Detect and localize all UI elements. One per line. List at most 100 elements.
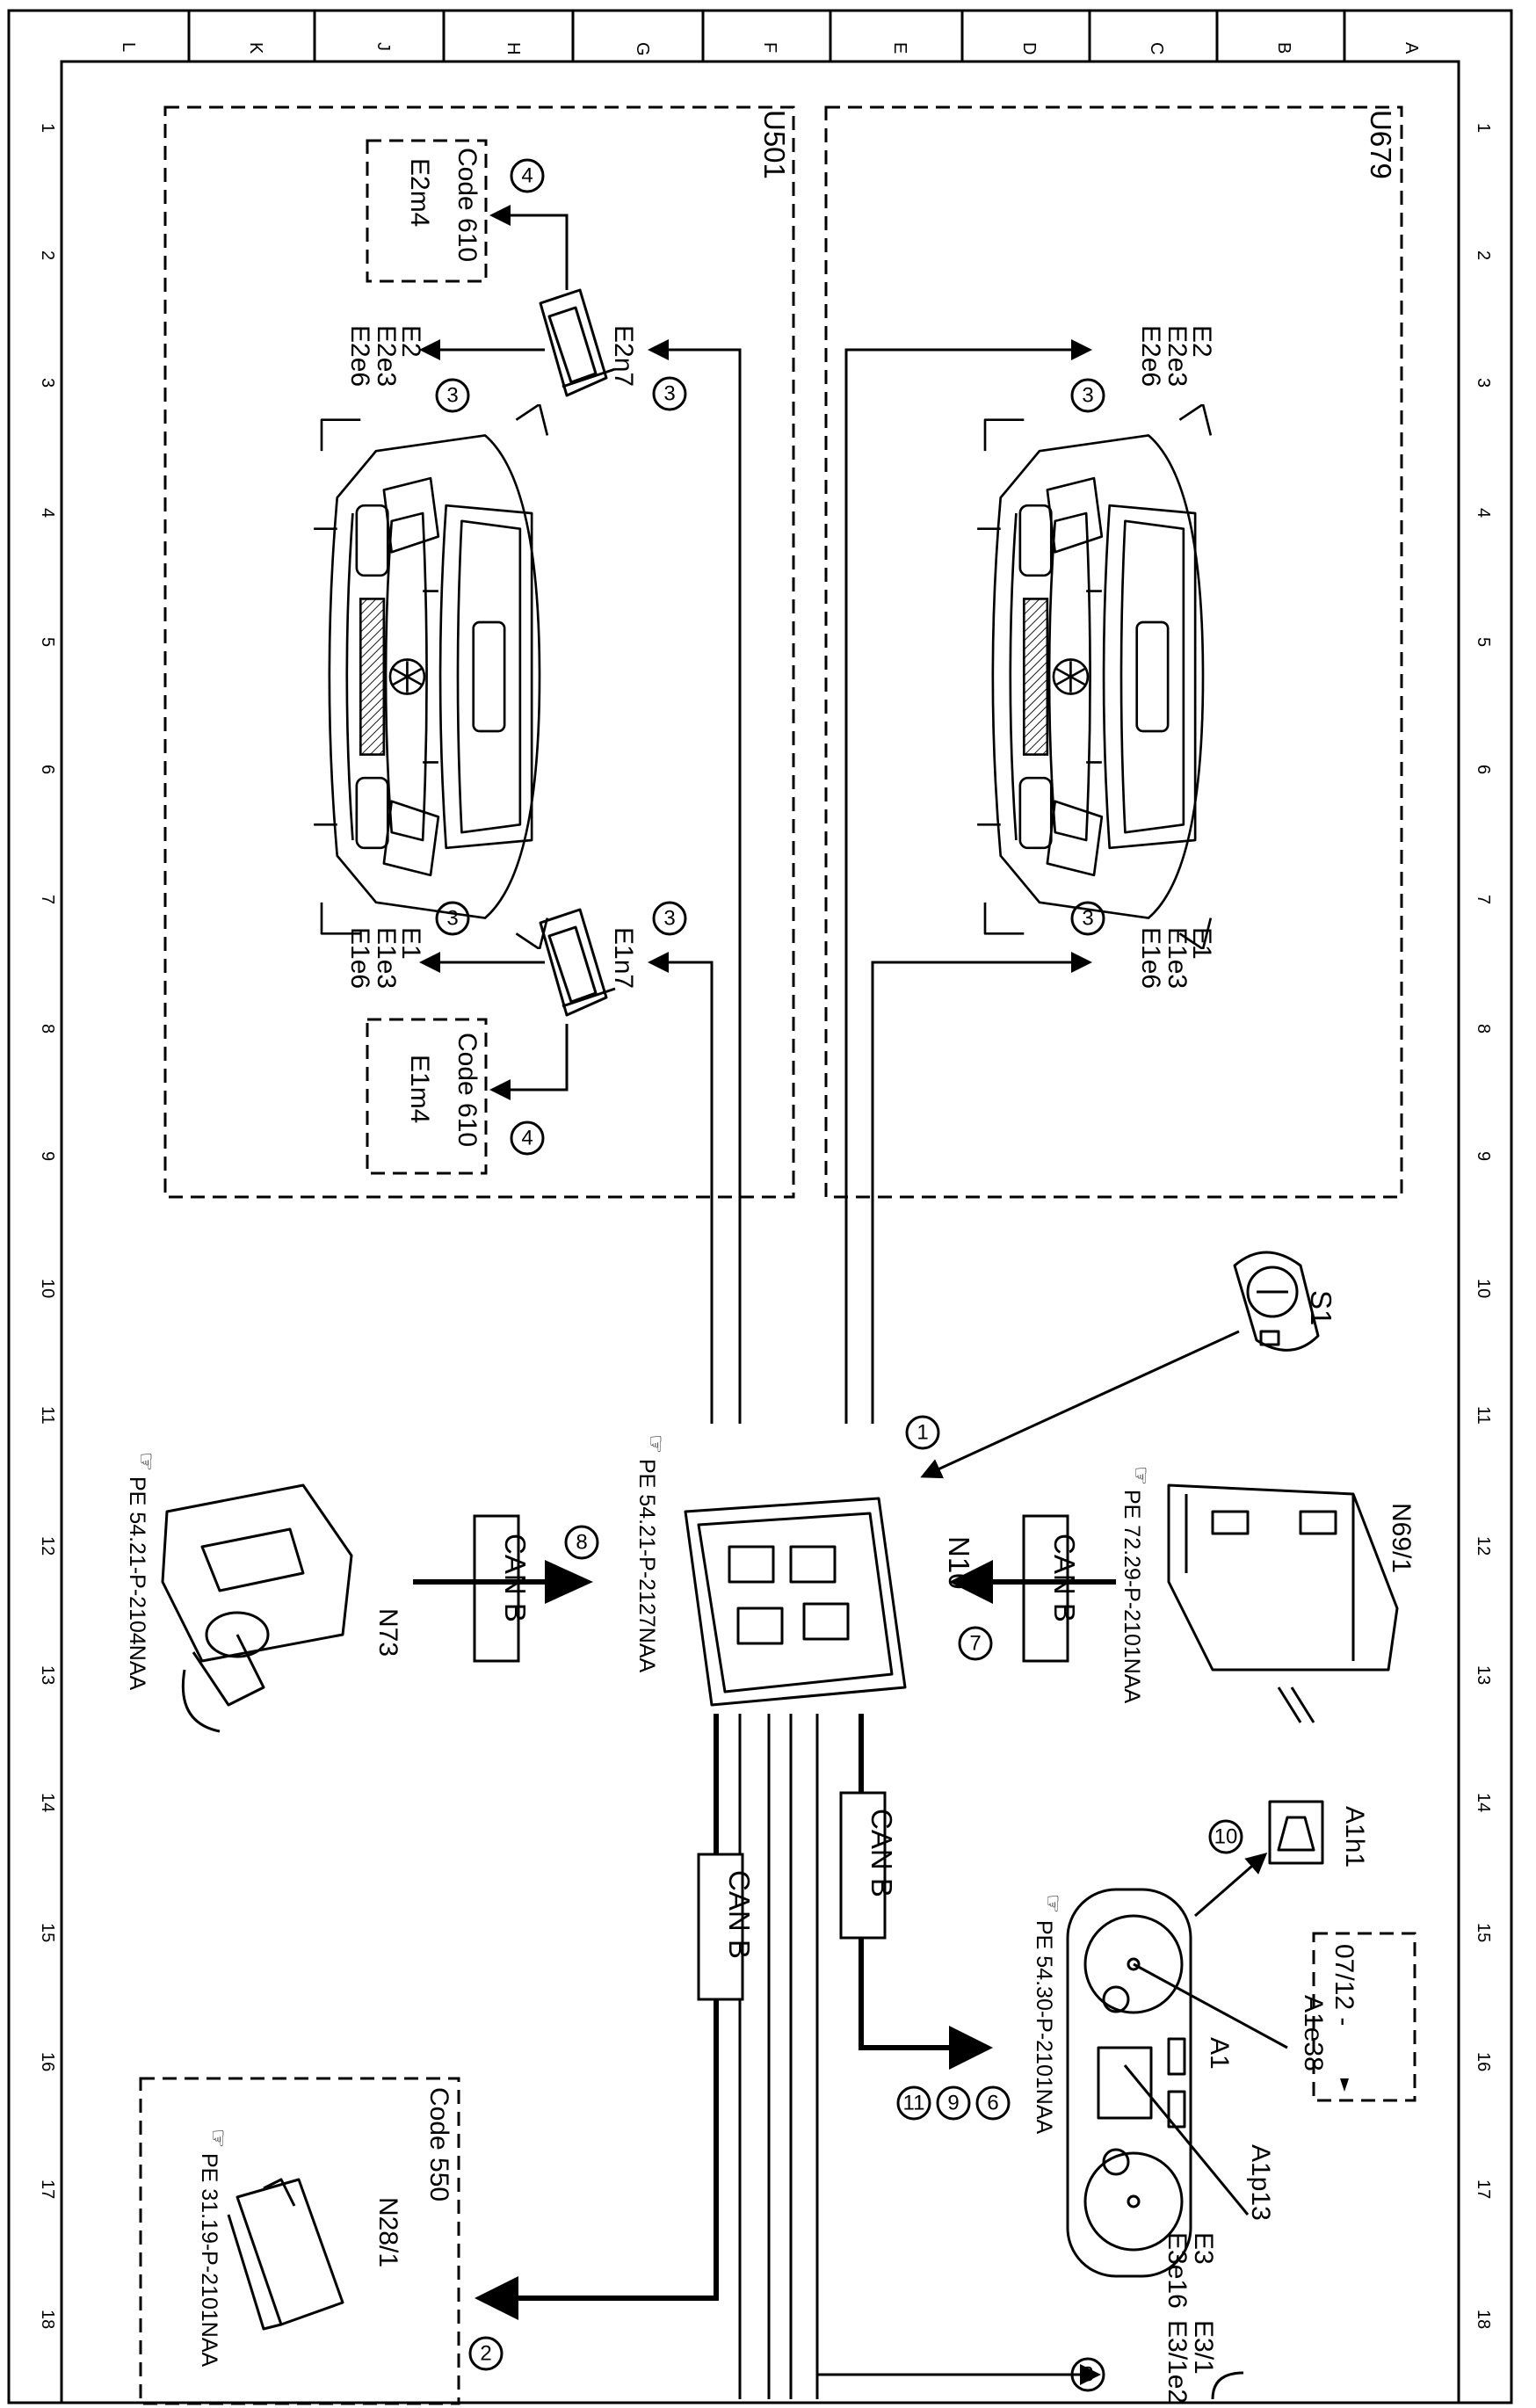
n73-switch [161, 1483, 353, 1733]
circle-11 [896, 2085, 931, 2121]
circle-3-e2n7-label: 3 [663, 382, 675, 406]
n73-ref: PE 54.21-P-2104NAA [125, 1476, 149, 1691]
u501-e2e3: E2e3 [372, 325, 401, 387]
circle-7 [958, 1626, 993, 1661]
can-b-a1 [839, 1791, 887, 1940]
grid-letter-b: B [1274, 42, 1293, 54]
grid-letter-k: K [246, 42, 265, 54]
wire-n10-u501-e2n7 [648, 339, 742, 1424]
circle-4-bottom [510, 1121, 545, 1156]
a1-ref-icon: ☞ [1040, 1894, 1065, 1913]
n10-ref-icon: ☞ [643, 1434, 668, 1454]
circle-3-u679-e1-label: 3 [1082, 907, 1093, 931]
code610-bottom-box [366, 1018, 488, 1175]
inner-frame [60, 60, 1460, 2404]
circle-3-u501-e1-label: 3 [446, 907, 458, 931]
grid-num-left-7: 7 [38, 895, 57, 904]
code610-bottom-label: Code 610 [453, 1033, 482, 1147]
grid-num-right-7: 7 [1474, 895, 1493, 904]
grid-letter-a: A [1402, 42, 1421, 54]
n28-label: N28/1 [373, 2197, 402, 2267]
grid-num-right-12: 12 [1474, 1536, 1493, 1556]
a1h1-speaker-cone [1277, 1816, 1315, 1852]
circle-4-bottom-label: 4 [521, 1127, 533, 1150]
e31-label: E3/1 [1189, 2320, 1218, 2375]
can-n73-n10-arrow [545, 1560, 593, 1604]
u501-e2e6: E2e6 [345, 325, 374, 387]
grid-letter-g: G [633, 42, 652, 56]
wire-n10-u679-e1 [871, 952, 1092, 1424]
grid-letter-d: D [1019, 42, 1039, 54]
circle-6 [975, 2085, 1011, 2121]
e31e2-label: E3/1e2 [1163, 2320, 1192, 2404]
grid-num-right-14: 14 [1474, 1793, 1493, 1812]
grid-num-left-18: 18 [38, 2310, 57, 2329]
a1h1-label: A1h1 [1340, 1806, 1369, 1868]
e1n7-module [539, 908, 616, 1017]
grid-num-left-11: 11 [38, 1406, 57, 1425]
a1p13-label: A1p13 [1246, 2144, 1275, 2221]
u679-label: U679 [1365, 110, 1397, 179]
leader-a1e38 [1133, 1962, 1288, 2049]
grid-num-right-6: 6 [1474, 765, 1493, 774]
n10-label: N10 [943, 1536, 975, 1590]
grid-num-right-1: 1 [1474, 123, 1493, 133]
circle-10 [1208, 1819, 1243, 1854]
code610-top-e2m4: E2m4 [405, 158, 434, 227]
grid-numbers: 1 2 3 4 5 6 7 8 9 10 11 12 13 14 15 16 1… [38, 123, 1493, 2329]
u501-vehicle [314, 404, 547, 949]
circle-8-label: 8 [576, 1531, 587, 1555]
wire-n10-u679-e2 [844, 339, 1092, 1424]
circle-3-e1n7-label: 3 [663, 907, 675, 931]
circle-2 [468, 2336, 504, 2371]
circle-6-label: 6 [987, 2092, 998, 2115]
grid-num-left-2: 2 [38, 250, 57, 260]
grid-letter-e: E [890, 42, 909, 54]
grid-letter-l: L [119, 42, 138, 52]
n69-module [1167, 1483, 1399, 1723]
a1-ref: PE 54.30-P-2101NAA [1032, 1920, 1056, 2135]
a1-label: A1 [1205, 2037, 1234, 2070]
grid-num-left-14: 14 [38, 1793, 57, 1812]
grid-num-right-13: 13 [1474, 1665, 1493, 1685]
code610-top-box [366, 139, 488, 283]
grid-num-right-16: 16 [1474, 2052, 1493, 2071]
grid-num-right-17: 17 [1474, 2180, 1493, 2199]
grid-num-right-2: 2 [1474, 250, 1493, 260]
wire-e2n7-code610 [489, 205, 569, 290]
grid-num-left-15: 15 [38, 1923, 57, 1942]
n69-ref: PE 72.29-P-2101NAA [1119, 1490, 1144, 1704]
grid-num-right-18: 18 [1474, 2310, 1493, 2329]
circle-2-label: 2 [480, 2342, 491, 2366]
circle-11-label: 11 [903, 2092, 925, 2115]
u679-vehicle [977, 404, 1211, 949]
e2n7-module [539, 288, 616, 397]
grid-num-left-5: 5 [38, 637, 57, 647]
grid-num-left-3: 3 [38, 378, 57, 388]
wire-e1n7-code610 [489, 1024, 569, 1100]
can-b-n69-label: CAN B [1048, 1534, 1081, 1622]
grid-num-left-13: 13 [38, 1665, 57, 1685]
grid-num-right-10: 10 [1474, 1279, 1493, 1298]
n73-label: N73 [373, 1608, 402, 1657]
circle-9-label: 9 [947, 2092, 959, 2115]
can-b-n28-label: CAN B [723, 1870, 756, 1959]
u679-e1e6: E1e6 [1136, 927, 1165, 989]
s1-label: S1 [1305, 1290, 1337, 1325]
circle-3-e31 [1070, 2357, 1105, 2392]
s1-switch [1233, 1251, 1320, 1352]
circle-4-top-label: 4 [521, 164, 533, 188]
grid-num-left-12: 12 [38, 1536, 57, 1556]
grid-num-right-15: 15 [1474, 1923, 1493, 1942]
e3e16-label: E3e16 [1163, 2232, 1192, 2309]
grid-letter-j: J [373, 42, 393, 51]
grid-num-left-1: 1 [38, 123, 57, 133]
circle-9 [936, 2085, 971, 2121]
u679-box [824, 105, 1403, 1199]
circle-3-e2n7 [652, 376, 687, 411]
can-b-n73-label: CAN B [499, 1534, 532, 1622]
circle-3-u679-e2 [1070, 378, 1105, 413]
u679-e2e6: E2e6 [1136, 325, 1165, 387]
code0712-box [1312, 1932, 1416, 2102]
